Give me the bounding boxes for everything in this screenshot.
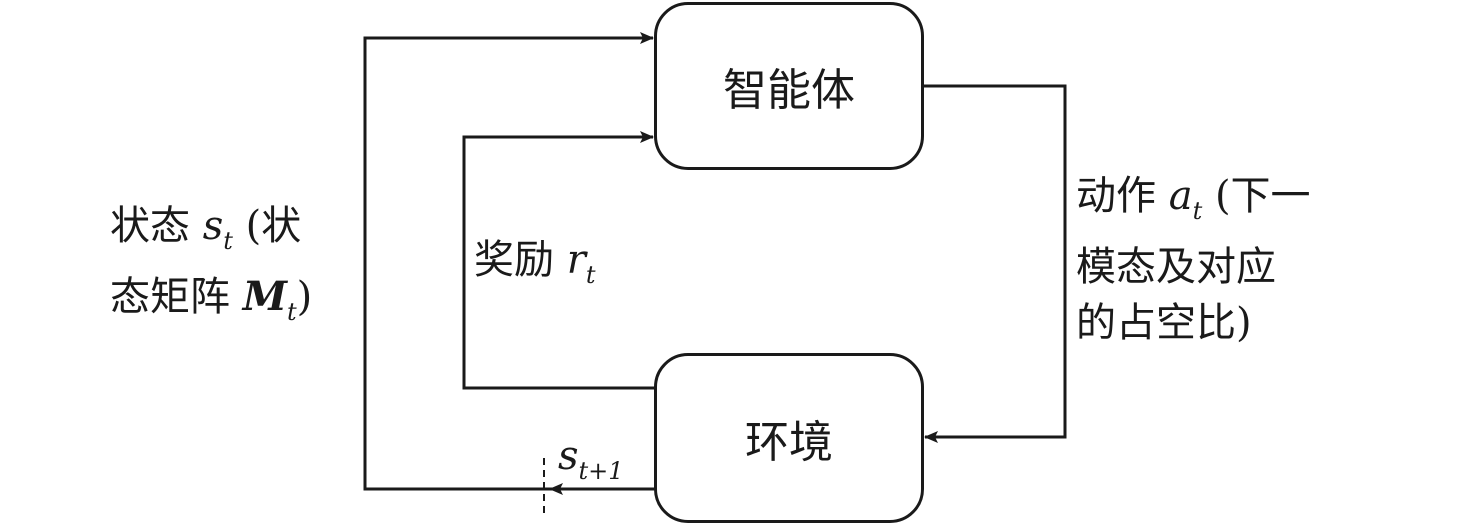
reward-label: 奖励 rt bbox=[474, 237, 596, 289]
action-label-line2: 模态及对应 bbox=[1076, 244, 1276, 290]
state-label-line1: 状态 st (状 bbox=[110, 203, 302, 255]
action-arrow bbox=[922, 84, 1067, 443]
action-label-line3: 的占空比) bbox=[1076, 300, 1252, 346]
agent-label: 智能体 bbox=[723, 65, 855, 116]
environment-label: 环境 bbox=[745, 417, 833, 468]
agent-node: 智能体 bbox=[654, 2, 924, 170]
environment-node: 环境 bbox=[654, 353, 924, 523]
state-label: 状态 st (状 态矩阵 Mt) bbox=[110, 198, 312, 340]
action-label: 动作 at (下一 模态及对应 的占空比) bbox=[1076, 168, 1311, 351]
action-label-line1: 动作 at (下一 bbox=[1076, 173, 1311, 225]
state-arrow bbox=[363, 32, 655, 491]
next-state-label: st+1 bbox=[558, 433, 624, 485]
reward-arrow bbox=[462, 131, 655, 390]
state-label-line2: 态矩阵 Mt) bbox=[110, 273, 313, 326]
